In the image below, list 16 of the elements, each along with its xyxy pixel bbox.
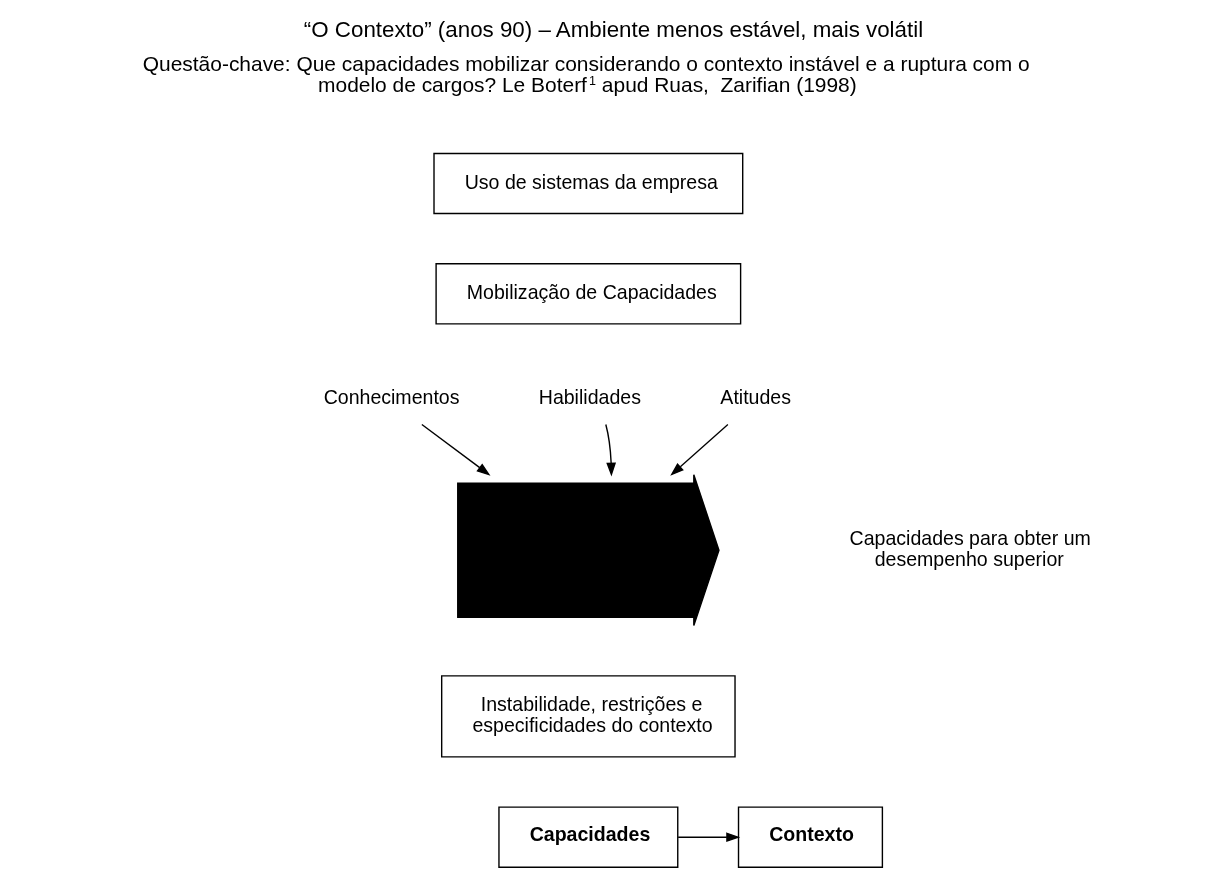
- arrow: [669, 423, 729, 476]
- node-arrow: [456, 474, 720, 627]
- arrow: [676, 832, 740, 843]
- node-text: Conhecimentos: [323, 386, 459, 409]
- node-text: Atitudes: [719, 386, 791, 409]
- node-box: Contexto: [737, 806, 883, 868]
- node-text: Capacidades para obter um desempenho superior: [849, 526, 1091, 570]
- node-box: Capacidades: [497, 806, 678, 868]
- node-box: Mobilização de Capacidades: [434, 263, 741, 325]
- diagram-title: “O Contexto” (anos 90) – Ambiente menos estável, mais volátil: [303, 17, 923, 43]
- node-box: Instabilidade, restrições e especificidades do contexto: [440, 675, 736, 758]
- arrow: [420, 423, 490, 476]
- node-box: Uso de sistemas da empresa: [432, 152, 743, 215]
- arrow: [604, 423, 616, 477]
- node-text: Habilidades: [538, 386, 641, 409]
- label: Questão-chave: Que capacidades mobilizar considerando o contexto instável e a ruptura com o modelo de cargos? Le Boterf$^{1}$ apud Ruas, Zarifian (1998): [142, 52, 1030, 96]
